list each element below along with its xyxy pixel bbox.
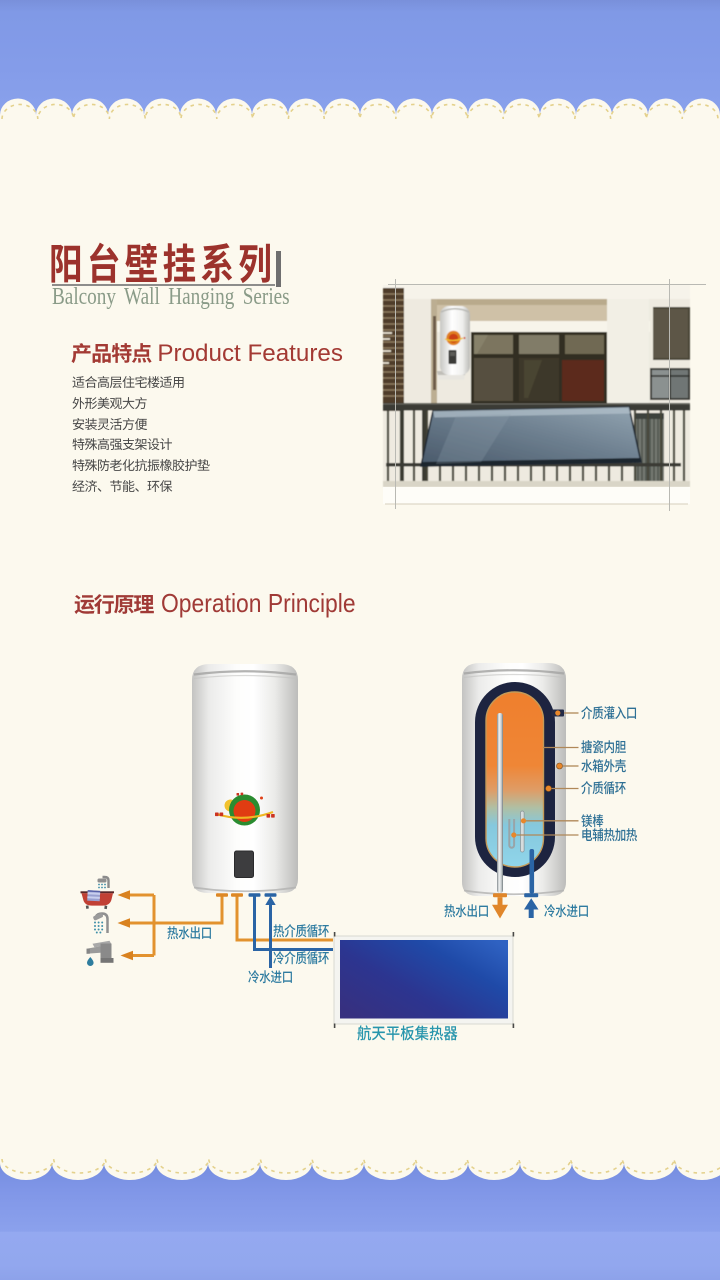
principle-heading-cn: 运行原理 bbox=[74, 588, 154, 619]
principle-heading: 运行原理 Operation Principle bbox=[74, 589, 382, 618]
feature-item: 外形美观大方 bbox=[72, 392, 148, 412]
magnesium-rod bbox=[520, 810, 525, 853]
cold-inlet-arrow bbox=[265, 896, 276, 905]
feature-item: 适合高层住宅楼适用 bbox=[72, 372, 185, 391]
faucet-icon bbox=[86, 940, 114, 967]
hot-outlet-tube bbox=[497, 713, 503, 893]
stitch-dashes-bottom bbox=[1, 1158, 720, 1174]
callout-markers bbox=[511, 709, 579, 838]
callout-enamel-liner: 搪瓷内胆 bbox=[581, 737, 626, 758]
feature-item: 特殊防老化抗振橡胶护垫 bbox=[72, 455, 210, 475]
label-hot-water-outlet-left: 热水出口 bbox=[166, 923, 212, 944]
callout-electric-heater: 电辅热加热 bbox=[581, 824, 638, 845]
flow-arrows bbox=[117, 890, 276, 961]
tank-logo bbox=[215, 792, 275, 826]
shower-icon bbox=[93, 912, 109, 934]
tank-control-panel bbox=[234, 850, 254, 878]
pipe-caps bbox=[216, 893, 277, 897]
cutaway-tank bbox=[462, 663, 566, 896]
feature-item: 安装灵活方便 bbox=[72, 413, 148, 433]
callout-tank-shell: 水箱外壳 bbox=[581, 755, 626, 776]
bottom-scallop-edge bbox=[0, 1149, 720, 1180]
photo-right-column bbox=[607, 299, 649, 404]
storage-tank bbox=[192, 664, 298, 893]
features-heading-en: Product Features bbox=[157, 339, 343, 367]
top-banner-band bbox=[0, 0, 720, 122]
hot-water-pipes bbox=[129, 893, 333, 957]
principle-diagram: 热水出口 热介质循环 冷介质循环 冷水进口 热水出口 冷水进口 介质灌入口 搪瓷… bbox=[0, 630, 720, 1050]
page-title: 阳台壁挂系列 bbox=[48, 231, 276, 292]
flat-plate-collector bbox=[333, 932, 515, 1028]
photo-wall-tank bbox=[437, 306, 470, 380]
electric-heater-element bbox=[508, 819, 516, 849]
callout-medium-fill-port: 介质灌入口 bbox=[581, 702, 638, 723]
photo-floor bbox=[383, 481, 690, 487]
label-cold-medium-cycle: 冷介质循环 bbox=[273, 948, 330, 969]
features-heading: 产品特点 Product Features bbox=[71, 337, 343, 368]
page-subtitle: Balcony Wall Hanging Series bbox=[52, 283, 290, 310]
top-scallop-edge bbox=[0, 98, 720, 122]
photo-scene bbox=[383, 285, 690, 487]
bathtub-icon bbox=[80, 875, 114, 910]
cold-inlet-arrow-right bbox=[524, 898, 539, 910]
features-heading-cn: 产品特点 bbox=[71, 337, 152, 368]
cold-water-pipes bbox=[253, 895, 333, 968]
label-cold-water-inlet-left: 冷水进口 bbox=[248, 967, 293, 988]
bottom-banner-band bbox=[0, 1149, 720, 1280]
label-hot-water-outlet-right: 热水出口 bbox=[444, 901, 489, 922]
callout-medium-cycle: 介质循环 bbox=[581, 778, 626, 799]
photo-side-screen bbox=[635, 413, 664, 482]
collector-caption: 航天平板集热器 bbox=[357, 1020, 458, 1045]
feature-item: 经济、节能、环保 bbox=[72, 475, 173, 495]
photo-mat bbox=[383, 487, 690, 504]
photo-window-main bbox=[471, 332, 607, 404]
principle-heading-en: Operation Principle bbox=[161, 587, 356, 618]
cold-inlet-tube bbox=[529, 849, 535, 894]
features-list: 适合高层住宅楼适用 外形美观大方 安装灵活方便 特殊高强支架设计 特殊防老化抗振… bbox=[72, 372, 210, 497]
title-underline bbox=[52, 283, 275, 287]
feature-item: 特殊高强支架设计 bbox=[72, 434, 173, 454]
balcony-photo bbox=[376, 276, 710, 512]
callout-magnesium-rod: 镁棒 bbox=[581, 810, 604, 831]
photo-left-blind bbox=[383, 288, 404, 411]
cutaway-tank-ports bbox=[492, 893, 539, 919]
label-cold-water-inlet-right: 冷水进口 bbox=[543, 901, 589, 922]
photo-collector-panel bbox=[420, 406, 642, 467]
title-corner-bar bbox=[275, 251, 281, 287]
hot-outlet-arrow bbox=[492, 904, 508, 919]
collector-corner-marks bbox=[333, 932, 515, 1028]
label-hot-medium-cycle: 热介质循环 bbox=[273, 921, 330, 942]
photo-frame-lines bbox=[388, 279, 706, 511]
